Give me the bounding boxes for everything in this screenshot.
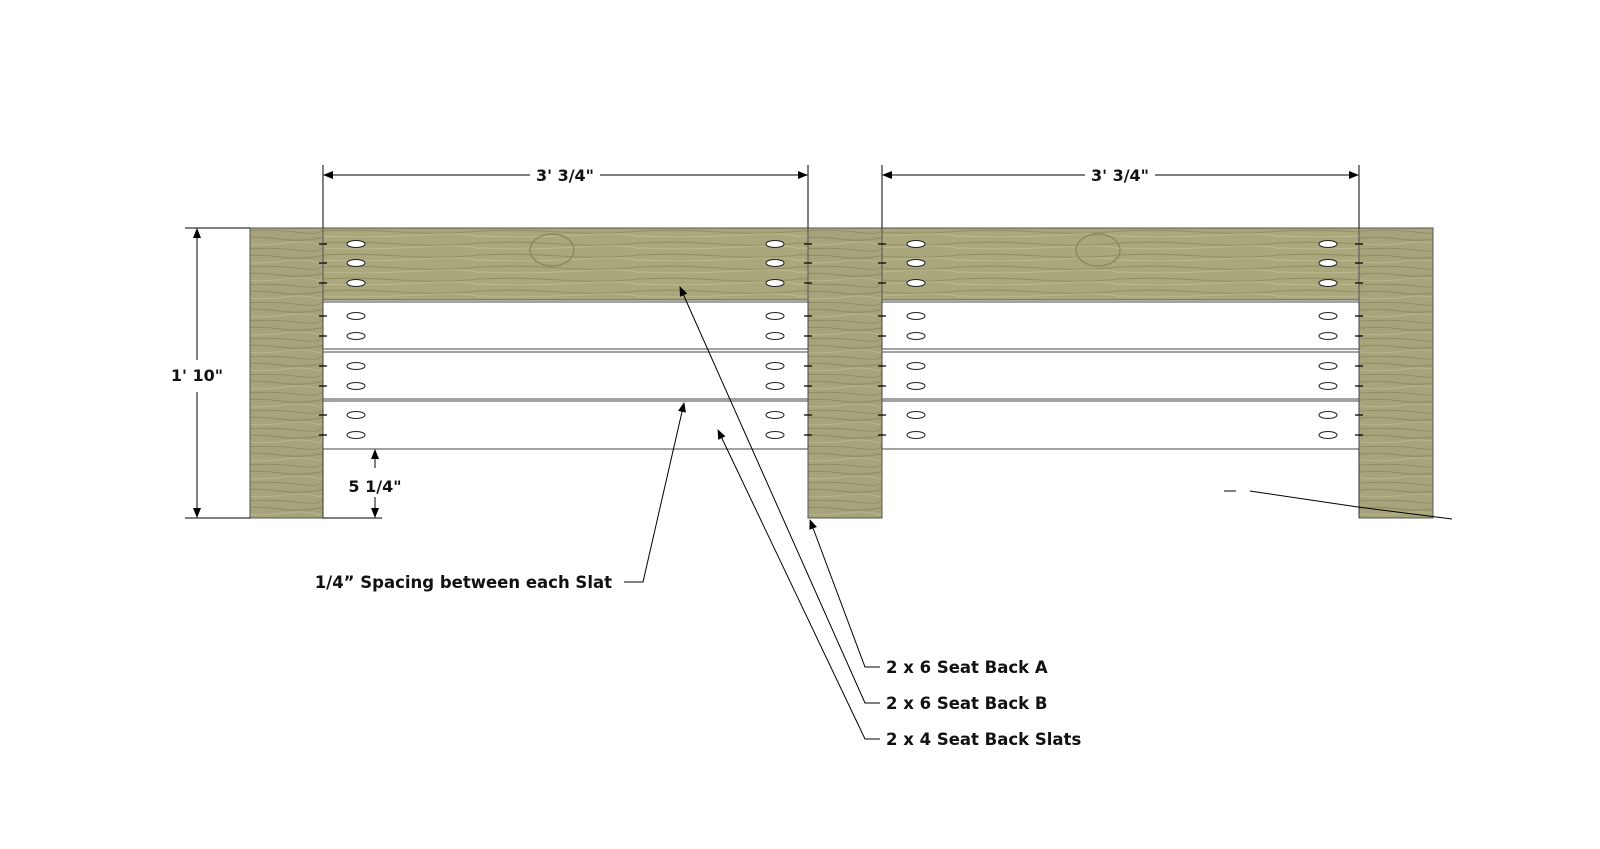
dimension-right-width-label: 3' 3/4" [1091,166,1149,185]
dimension-overall-height [185,227,250,519]
middle-leg [807,227,883,519]
slats-right [881,301,1360,450]
right-leg [1358,227,1434,519]
seat-back-board-left [322,227,809,301]
wood-knot [1075,233,1121,267]
slat [322,351,809,400]
leader-seat-back-slats [717,429,880,740]
stray-line [1249,490,1453,520]
slat [881,301,1360,350]
dimension-left-width [322,165,809,228]
screw-marks [319,243,1363,436]
pocket-holes [346,240,1338,439]
seat-back-board-right [881,227,1360,301]
callout-seat-back-slats: 2 x 4 Seat Back Slats [886,730,1081,749]
slat [322,400,809,450]
dimension-leg-clearance-label: 5 1/4" [348,477,401,496]
leader-lines [624,286,1453,740]
slats-left [322,301,809,450]
slat [881,400,1360,450]
leader-spacing [624,402,686,583]
dimension-left-width-label: 3' 3/4" [536,166,594,185]
slat [322,301,809,350]
slat [881,351,1360,400]
dimension-right-width [881,165,1360,228]
leader-seat-back-a [809,519,880,668]
dimension-leg-clearance [323,449,382,519]
callout-spacing: 1/4” Spacing between each Slat [315,573,612,592]
dimension-overall-height-label: 1' 10" [171,366,223,385]
callout-seat-back-a: 2 x 6 Seat Back A [886,658,1048,677]
left-leg [249,227,324,519]
wood-knot [529,233,575,267]
callout-seat-back-b: 2 x 6 Seat Back B [886,694,1047,713]
leader-seat-back-b [679,286,880,704]
